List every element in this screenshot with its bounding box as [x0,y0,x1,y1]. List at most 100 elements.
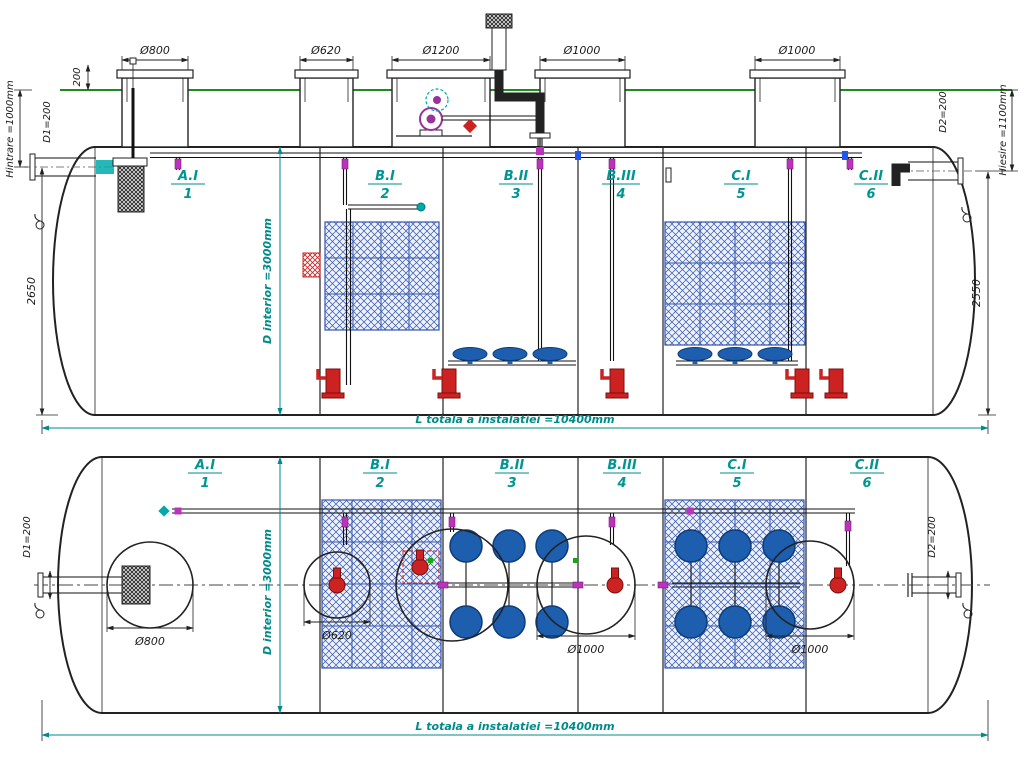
dim-total-length-plan: L totala a instalatiei =10400mm [415,720,614,733]
section-label-ai-plan: A.I 1 [188,458,222,491]
manhole-800-side: Ø800 [116,44,194,148]
svg-text:1: 1 [200,476,209,491]
side-elevation-view: Ø800 Ø620 Ø1200 Ø1000 Ø1000 [5,13,1018,434]
diffuser-icon [718,529,752,563]
air-valve-icon [462,118,478,134]
manhole-1000b-side: Ø1000 [749,44,846,148]
dimensions-plan: Ø800 Ø620 Ø1000 Ø1000 D1=200 D2=200 D in… [22,456,989,741]
diffuser-icon [718,605,752,639]
valve-icon [846,158,854,170]
vent-elbow [494,70,545,133]
svg-text:6: 6 [866,187,875,202]
diffuser-icon [535,529,569,563]
valve-icon [341,158,349,170]
inlet-assembly-plan [37,565,151,605]
pipe-clamp-icon [842,151,848,160]
svg-text:A.I: A.I [194,458,215,473]
manhole-620-plan [303,551,371,619]
dim-manhole-620-plan: Ø620 [321,629,352,642]
vent-cap [485,13,513,29]
pipe-fitting-icon [158,505,170,517]
inlet-basket-plan [121,565,151,605]
diffuser-icon [492,605,526,639]
svg-text:1: 1 [183,187,192,202]
svg-text:4: 4 [616,476,626,491]
valve-icon [174,158,182,170]
section-label-cii-plan: C.II 6 [850,458,884,491]
svg-text:5: 5 [732,476,741,491]
svg-text:3: 3 [507,476,516,491]
blower-port-marker [425,88,449,112]
grounding-icon [34,213,45,230]
section-label-cii: C.II 6 [854,169,888,202]
media-block-ci-side [664,221,806,346]
svg-text:5: 5 [736,187,745,202]
dim-manhole-4: Ø1000 [563,44,601,57]
valve-icon [536,158,544,170]
air-main-pipe-side [150,151,862,361]
pipe-cap-icon [416,202,426,212]
dim-outlet-diameter-plan: D2=200 [927,516,938,558]
valve-icon [572,581,584,589]
valve-icon [844,520,852,532]
diffusers-bii-plan [448,529,576,639]
manhole-1000a-side: Ø1000 [534,44,631,148]
svg-text:C.I: C.I [731,169,750,184]
valve-icon [341,516,349,528]
svg-text:B.III: B.III [607,458,637,473]
svg-text:6: 6 [862,476,871,491]
inlet-assembly-side [24,57,148,213]
dim-manhole-1000b-plan: Ø1000 [791,643,829,656]
fitting-icon [573,558,578,563]
dim-manhole-1: Ø800 [139,44,170,57]
diffuser-icon [535,605,569,639]
air-main-pipe-plan [158,505,855,566]
diffuser-icon [674,529,708,563]
diffusers-ci-side [676,347,798,366]
diffuser-icon [762,605,796,639]
section-label-bi-plan: B.I2 [363,458,397,491]
svg-text:B.II: B.II [500,458,525,473]
section-label-ci: C.I 5 [724,169,758,202]
dim-manhole-1000a-plan: Ø1000 [567,643,605,656]
diffusers-bii-side [448,347,576,366]
valve-icon [657,581,669,589]
dim-outlet-diameter-side: D2=200 [938,91,949,133]
dim-manhole-800-plan: Ø800 [134,635,165,648]
diffuser-icon [449,605,483,639]
valve-icon [608,158,616,170]
bi-internal-pipes [345,202,426,385]
dim-manhole-2: Ø620 [310,44,341,57]
section-label-bi: B.I2 [368,169,402,202]
svg-text:B.II: B.II [504,169,529,184]
manhole-1000b-plan [765,540,855,630]
svg-text:2: 2 [380,187,389,202]
svg-text:3: 3 [511,187,520,202]
svg-text:C.II: C.II [859,169,883,184]
grounding-icon [34,602,45,619]
diffuser-icon [492,529,526,563]
dimensions-side: 200 Hintrare =1000mm D1=200 2650 D inter… [5,64,1018,434]
svg-text:C.II: C.II [855,458,879,473]
svg-text:B.III: B.III [606,169,636,184]
dim-manhole-3: Ø1200 [422,44,460,57]
svg-text:2: 2 [375,476,384,491]
manhole-1200-plan [395,528,509,642]
red-media-block-side [302,252,321,278]
vent-chimney [491,27,507,71]
pipe-clamp-icon [575,151,581,160]
outlet-assembly-plan [907,572,962,598]
valve-icon [448,516,456,528]
dim-manhole-5: Ø1000 [778,44,816,57]
inlet-connector [96,160,114,174]
dim-interior-diameter-plan: D interior =3000mm [261,529,274,655]
fitting-icon [428,558,433,563]
valve-icon [437,581,449,589]
dim-inlet-diameter-plan: D1=200 [22,516,33,558]
dim-total-length-side: L totala a instalatiei =10400mm [415,413,614,426]
partition-walls-side [319,147,807,415]
